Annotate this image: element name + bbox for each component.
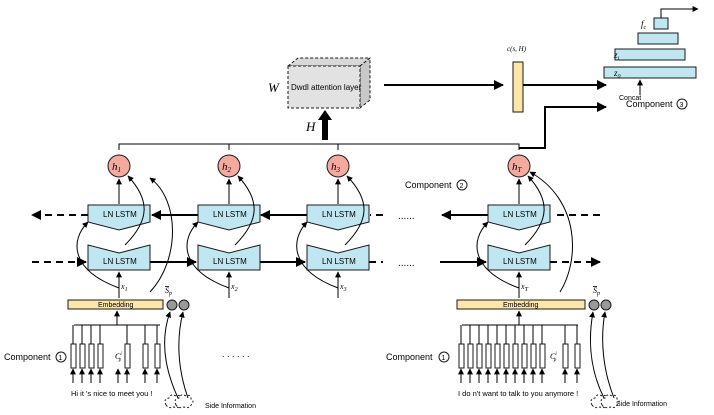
h-up-arrow xyxy=(318,110,332,140)
backward-cell-2-label: LN LSTM xyxy=(213,210,247,219)
backward-cell-1 xyxy=(87,204,151,231)
component-1-left-num: 1 xyxy=(59,355,63,362)
hidden-label-3: h3 xyxy=(331,161,341,174)
component-1-right-label: Component xyxy=(386,352,433,362)
component-2-label: Component xyxy=(405,180,452,190)
component-1-right-num: 1 xyxy=(442,355,446,362)
hidden-label-t: hT xyxy=(512,161,523,174)
right-sentence: I do n't want to talk to you anymore ! xyxy=(458,389,578,398)
attention-layer-box xyxy=(286,56,372,110)
backward-cell-1-label: LN LSTM xyxy=(103,210,137,219)
side-info-right-label: Side Information xyxy=(616,401,667,408)
forward-cell-2 xyxy=(197,244,261,271)
component-2-num: 2 xyxy=(460,183,464,190)
side-info-circle-left-1 xyxy=(166,299,178,311)
embedding-bar-left xyxy=(67,299,164,310)
backward-cell-2 xyxy=(197,204,261,231)
component-1-left-label: Component xyxy=(4,352,51,362)
component-1-right-num-circle xyxy=(438,351,450,363)
fc-bar xyxy=(653,17,669,30)
context-label: c(s, H) xyxy=(507,45,527,53)
attention-label: Dwdl attention layer xyxy=(291,83,362,92)
component-3-label: Component xyxy=(626,99,673,109)
fc-out-arrow xyxy=(660,6,699,18)
context-vector xyxy=(512,61,524,113)
right-token-group xyxy=(458,310,581,369)
curved-connections xyxy=(76,171,573,293)
hidden-node-3 xyxy=(326,154,350,178)
ellipsis-forward: ...... xyxy=(398,258,415,269)
side-info-clouds-left xyxy=(164,311,194,409)
forward-cell-2-label: LN LSTM xyxy=(213,257,247,266)
x-label-3: x3 xyxy=(339,282,347,293)
hidden-label-1: h1 xyxy=(112,161,121,174)
component-1-left-num-circle xyxy=(55,351,67,363)
hidden-label-2: h2 xyxy=(222,161,232,174)
component-2-num-circle xyxy=(456,179,468,191)
ellipsis-backward: ...... xyxy=(398,211,415,222)
z0-label: z0 xyxy=(613,68,621,80)
zmid-bar xyxy=(637,32,679,45)
x-label-1: x1 xyxy=(120,282,128,293)
hidden-concat-line xyxy=(118,143,520,150)
side-info-left-label: Side Information xyxy=(205,403,256,410)
side-info-circle-right-2 xyxy=(600,299,612,311)
backward-cell-3-label: LN LSTM xyxy=(322,210,356,219)
vertical-arrows xyxy=(116,178,522,298)
forward-cell-1 xyxy=(87,244,151,271)
zi-bar xyxy=(614,48,686,61)
embedding-bar-right xyxy=(456,299,586,310)
x-label-2: x2 xyxy=(230,282,238,293)
forward-cell-t-label: LN LSTM xyxy=(503,257,537,266)
forward-cell-3 xyxy=(306,244,370,271)
right-token-lines xyxy=(458,325,580,383)
left-token-group xyxy=(70,310,161,383)
ht-to-concat-path xyxy=(519,102,607,149)
sp-label-right: Sp xyxy=(593,286,600,297)
left-sentence: Hi it 's nice to meet you ! xyxy=(71,389,152,398)
component-3-num: 3 xyxy=(680,102,684,109)
ellipsis-tokens: . . . . . . xyxy=(222,349,250,359)
forward-cell-t xyxy=(487,244,551,271)
h-label: H xyxy=(305,119,316,134)
backward-cell-t-label: LN LSTM xyxy=(503,210,537,219)
zi-label: zi xyxy=(613,50,620,62)
sp-label-left: Sp xyxy=(165,286,172,297)
weight-label: W xyxy=(268,80,280,95)
fc-label: fc xyxy=(641,19,647,31)
side-info-clouds-right xyxy=(589,311,620,409)
backward-cell-3 xyxy=(306,204,370,231)
hidden-node-1 xyxy=(107,154,131,178)
hidden-node-t xyxy=(507,154,531,178)
embedding-label-right: Embedding xyxy=(503,302,539,309)
side-info-circle-left-2 xyxy=(178,299,190,311)
component-3-num-circle xyxy=(676,98,688,110)
forward-cell-1-label: LN LSTM xyxy=(103,257,137,266)
backward-cell-t xyxy=(487,204,551,231)
concat-label: Concat xyxy=(619,95,641,102)
z0-bar xyxy=(603,66,697,79)
hidden-node-2 xyxy=(217,154,241,178)
forward-cell-3-label: LN LSTM xyxy=(322,257,356,266)
embedding-label-left: Embedding xyxy=(98,302,134,309)
side-info-circle-right-1 xyxy=(588,299,600,311)
x-label-t: xT xyxy=(520,282,529,293)
